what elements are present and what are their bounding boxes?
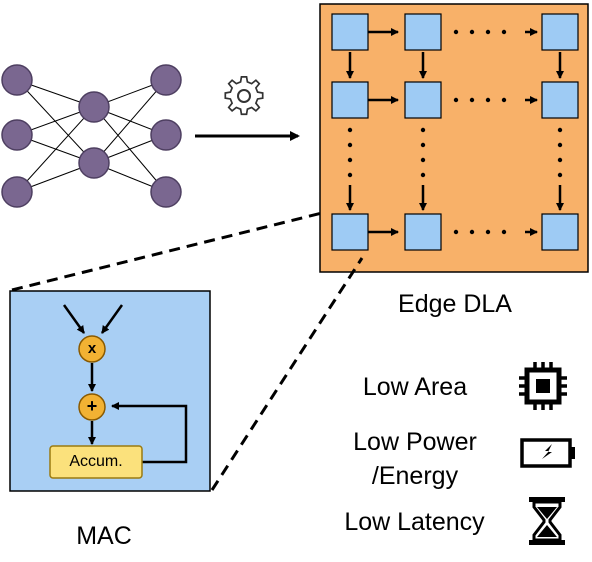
pe-ellipsis [347,29,563,235]
accumulator-label: Accum. [69,453,123,470]
neuron-output-3 [150,176,182,208]
neuron-output-1 [150,64,182,96]
pe-r2-c1 [331,81,369,119]
pe-r2-c2 [404,81,442,119]
gear-icon [224,75,264,116]
edge-dla-label: Edge DLA [398,290,512,318]
neuron-input-1 [1,64,33,96]
property-low-latency: Low Latency [344,508,485,536]
accumulator-box [49,445,143,479]
pe-r1-cn [541,13,579,51]
property-low-power: Low Power /Energy [353,428,477,490]
hourglass-icon [529,497,565,545]
processing-elements [331,13,579,251]
battery-icon [520,438,575,468]
pe-r1-c2 [404,13,442,51]
mac-label: MAC [76,522,132,550]
neuron-hidden-1 [78,91,110,123]
neurons [1,64,182,208]
pe-arrows [346,28,564,236]
pe-r1-c1 [331,13,369,51]
mac-arrows [62,304,188,464]
chip-icon [519,362,567,410]
neuron-hidden-2 [78,147,110,179]
property-low-area: Low Area [362,373,468,401]
add-operator [78,393,106,421]
neuron-input-3 [1,176,33,208]
neuron-input-2 [1,119,33,151]
pe-rn-c2 [404,213,442,251]
multiply-operator [78,335,106,363]
add-symbol: + [86,396,98,416]
zoom-lines [11,210,364,491]
pe-r2-cn [541,81,579,119]
pe-rn-c1 [331,213,369,251]
multiply-symbol: x [87,340,97,357]
pe-rn-cn [541,213,579,251]
neuron-output-2 [150,119,182,151]
